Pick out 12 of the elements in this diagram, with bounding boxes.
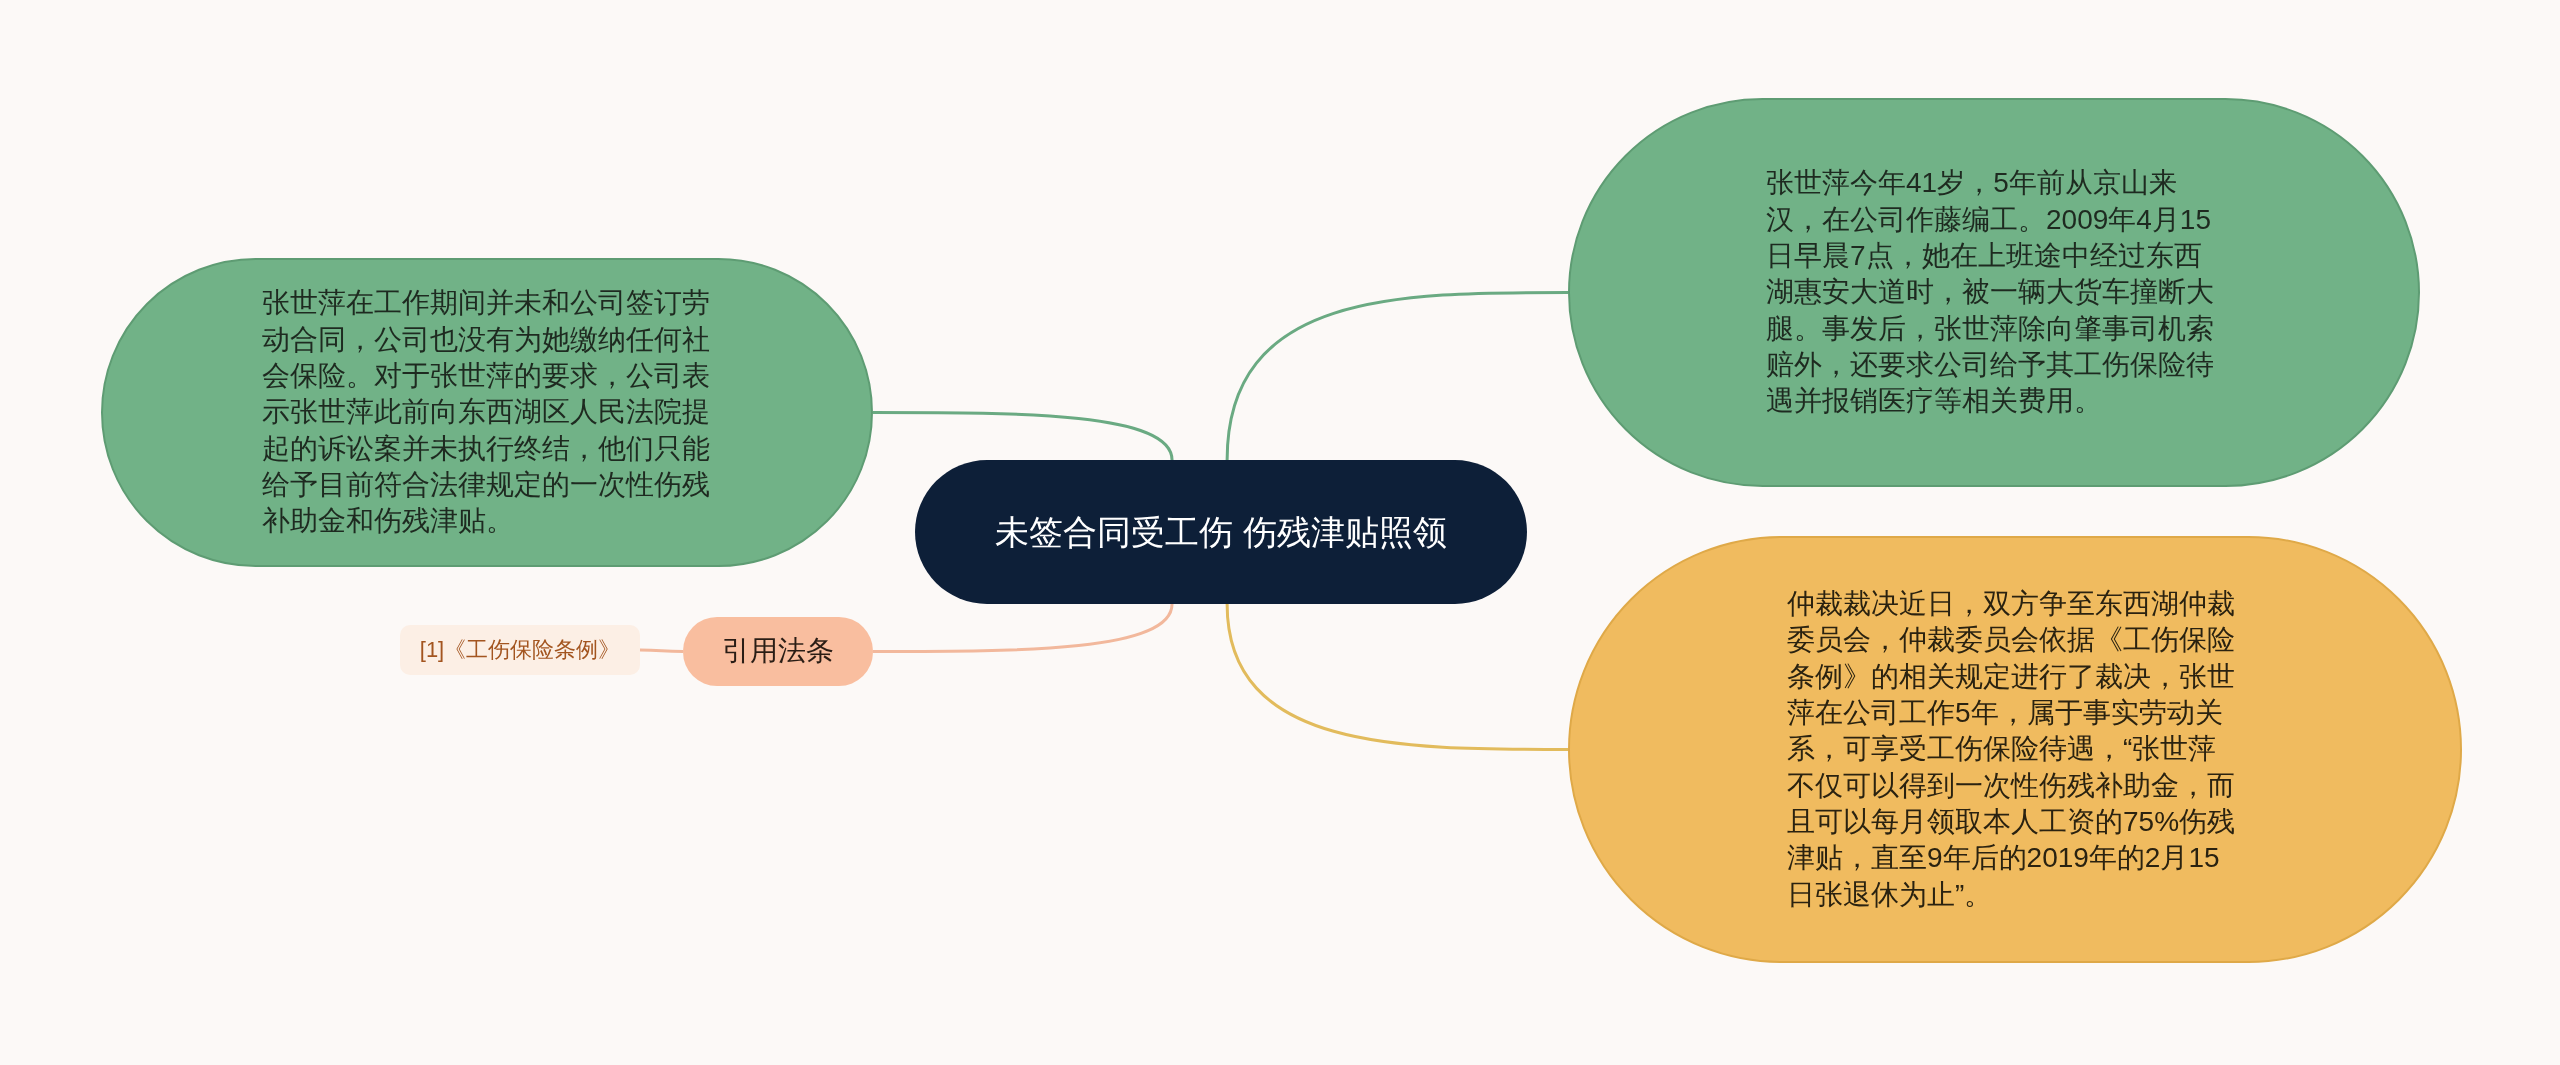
connector-line [873,603,1174,653]
connector-line [640,648,683,653]
node-text: 仲裁裁决近日，双方争至东西湖仲裁委员会，仲裁委员会依据《工伤保险条例》的相关规定进行了裁决，张世萍在公司工作5年，属于事实劳动关系，可享受工伤保险待遇，“张世萍不仅可以得到一次性伤残补助金，而且可以每月领取本人工资的75%伤残津贴，直至9年后的2019年的2月15日张退休为止”。 [1787,586,2237,912]
connector-line [1225,291,1568,461]
node-text: 张世萍今年41岁，5年前从京山来汉，在公司作藤编工。2009年4月15日早晨7点，她在上班途中经过东西湖惠安大道时，被一辆大货车撞断大腿。事发后，张世萍除向肇事司机索赔外，还要求公司给予其工伤保险待遇并报销医疗等相关费用。 [1766,166,2215,419]
node-text: [1]《工伤保险条例》 [418,635,622,664]
reference-tag [400,625,640,675]
connector-line [873,411,1174,461]
node-text: 引用法条 [721,634,835,669]
node-text: 张世萍在工作期间并未和公司签订劳动合同，公司也没有为她缴纳任何社会保险。对于张世萍的要求，公司表示张世萍此前向东西湖区人民法院提起的诉讼案并未执行终结，他们只能给予目前符合法律规定的一次性伤残补助金和伤残津贴。 [262,286,711,539]
connector-line [1225,603,1568,751]
node-text: 未签合同受工伤 伤残津贴照领 [994,511,1448,553]
